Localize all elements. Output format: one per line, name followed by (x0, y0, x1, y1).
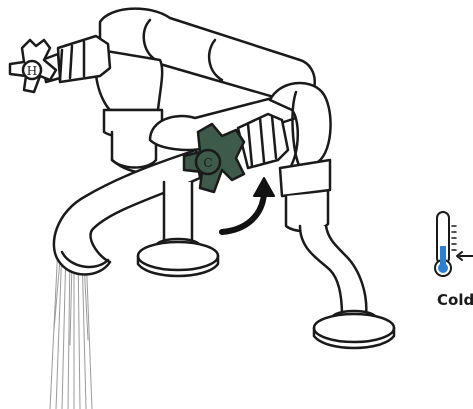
hot-handle-icon (8, 38, 58, 94)
curved-arrow-icon (219, 177, 275, 235)
cold-pillar (278, 158, 396, 350)
front-pillar (136, 180, 220, 278)
cold-tap-letter: C (203, 156, 212, 170)
hot-pillar (94, 48, 164, 187)
cold-valve (236, 112, 290, 170)
temperature-label: Cold (437, 291, 473, 309)
thermometer-icon (434, 211, 473, 277)
hot-tap-letter: H (27, 64, 37, 78)
cold-elbow (268, 81, 332, 170)
cold-handle-icon (182, 122, 246, 194)
